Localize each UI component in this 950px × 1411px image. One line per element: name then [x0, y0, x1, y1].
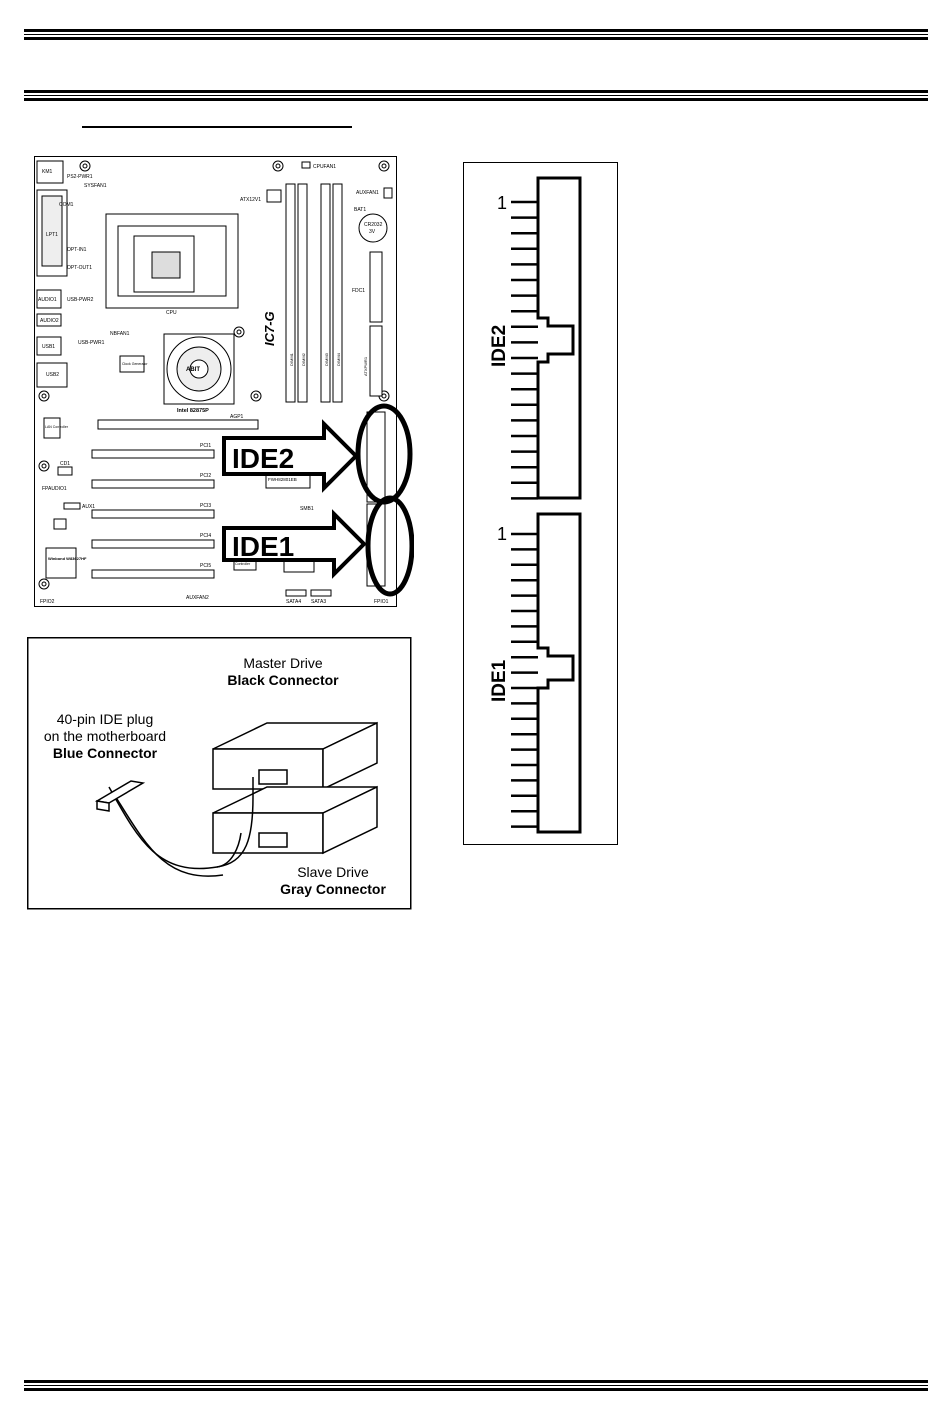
- ide1-callout-ring: [365, 495, 414, 597]
- motherboard-layout-diagram: KM1 PS2-PWR1 SYSFAN1 COM1 LPT1 OPT-IN1 O…: [34, 156, 414, 607]
- ide1-side-label: IDE1: [489, 659, 510, 702]
- pci2-label: PCI2: [200, 473, 211, 479]
- dimm3-label: DIMM3: [324, 352, 329, 366]
- sysfan-label: SYSFAN1: [84, 183, 107, 189]
- km1-label: KM1: [42, 169, 53, 175]
- footer-rule: [24, 1380, 928, 1391]
- pci5-label: PCI5: [200, 563, 211, 569]
- slave-drive: [212, 785, 378, 855]
- fwh-label: FWH82801EB: [268, 477, 297, 482]
- header-rule-top: [24, 29, 928, 40]
- ps2pwr-label: PS2-PWR1: [67, 174, 93, 180]
- audio2-label: AUDIO2: [40, 318, 59, 324]
- aux1-label: AUX1: [82, 504, 95, 510]
- fpio1-label: FPIO1: [374, 599, 389, 605]
- usbpwr2-label: USB-PWR2: [67, 297, 94, 303]
- auxfan2-label: AUXFAN2: [186, 595, 209, 601]
- cpu-socket: [105, 213, 239, 309]
- sata3-label: SATA3: [311, 599, 326, 605]
- master-drive: [212, 721, 378, 791]
- master-connector-label: Black Connector: [227, 672, 339, 688]
- pci1-label: PCI1: [200, 443, 211, 449]
- ide2-side-label: IDE2: [489, 325, 510, 367]
- dimm2-label: DIMM2: [301, 352, 306, 366]
- ide-cable-diagram: Master Drive Black Connector 40-pin IDE …: [27, 637, 412, 910]
- section-title-underline: [82, 126, 352, 128]
- nbfan-label: NBFAN1: [110, 331, 130, 337]
- lan-label: LAN Controller: [45, 425, 69, 429]
- pci3-label: PCI3: [200, 503, 211, 509]
- plug-label-line2: on the motherboard: [44, 728, 166, 744]
- fpio2-label: FPIO2: [40, 599, 55, 605]
- usb2-label: USB2: [46, 372, 59, 378]
- pci-slots: [91, 449, 215, 579]
- auxfan1-label: AUXFAN1: [356, 190, 379, 196]
- winbond-label: Winbond W83627HF: [48, 556, 87, 561]
- dimm-slots: [285, 183, 343, 403]
- plug-label-line1: 40-pin IDE plug: [57, 711, 154, 727]
- slave-connector-label: Gray Connector: [280, 881, 386, 897]
- plug-label-line3: Blue Connector: [53, 745, 158, 761]
- optout-label: OPT-OUT1: [67, 265, 92, 271]
- ide2-callout-text: IDE2: [232, 443, 294, 474]
- controller-label: Controller: [235, 562, 251, 566]
- model-label: IC7-G: [262, 311, 277, 346]
- agp1-label: AGP1: [230, 414, 244, 420]
- fdc1-label: FDC1: [352, 288, 365, 294]
- motherboard-plug: [94, 780, 146, 812]
- lpt1-label: LPT1: [46, 232, 58, 238]
- cpu-label: CPU: [166, 310, 177, 316]
- ide2-connector-outline: [536, 176, 582, 500]
- 3v-label: 3V: [369, 229, 376, 235]
- sata4-label: SATA4: [286, 599, 301, 605]
- abit-logo-small: ABIT: [186, 367, 200, 373]
- com1-label: COM1: [59, 202, 74, 208]
- ide1-pin1-label: 1: [497, 524, 507, 544]
- ide1-callout-text: IDE1: [232, 531, 294, 562]
- cd1-label: CD1: [60, 461, 70, 467]
- atx12v-label: ATX12V1: [240, 197, 261, 203]
- cr2032-label: CR2032: [364, 222, 383, 228]
- northbridge-heatsink: [163, 333, 235, 405]
- ide-pin-diagram: 1 1 IDE2 IDE1: [463, 162, 618, 845]
- master-drive-label: Master Drive: [243, 655, 323, 671]
- ide1-connector-outline: [536, 512, 582, 834]
- atxpwr-label: ATXPWR1: [363, 356, 368, 376]
- pci4-label: PCI4: [200, 533, 211, 539]
- fpaudio-label: FPAUDIO1: [42, 486, 67, 492]
- ide2-pin1-label: 1: [497, 193, 507, 213]
- back-panel-connectors: [36, 160, 68, 388]
- header-rule-bottom: [24, 90, 928, 101]
- cpufan-label: CPUFAN1: [313, 164, 336, 170]
- bat1-label: BAT1: [354, 207, 366, 213]
- ide2-arrow: [222, 419, 359, 493]
- ide1-arrow: [222, 509, 367, 579]
- dimm4-label: DIMM4: [336, 352, 341, 366]
- chipset-label: Intel 82875P: [177, 408, 209, 414]
- usb1-label: USB1: [42, 344, 55, 350]
- usbpwr1-label: USB-PWR1: [78, 340, 105, 346]
- optin-label: OPT-IN1: [67, 247, 87, 253]
- dimm1-label: DIMM1: [289, 352, 294, 366]
- slave-drive-label: Slave Drive: [297, 864, 369, 880]
- smb1-label: SMB1: [300, 506, 314, 512]
- clock-label: Clock Generator: [122, 362, 148, 366]
- audio1-label: AUDIO1: [38, 297, 57, 303]
